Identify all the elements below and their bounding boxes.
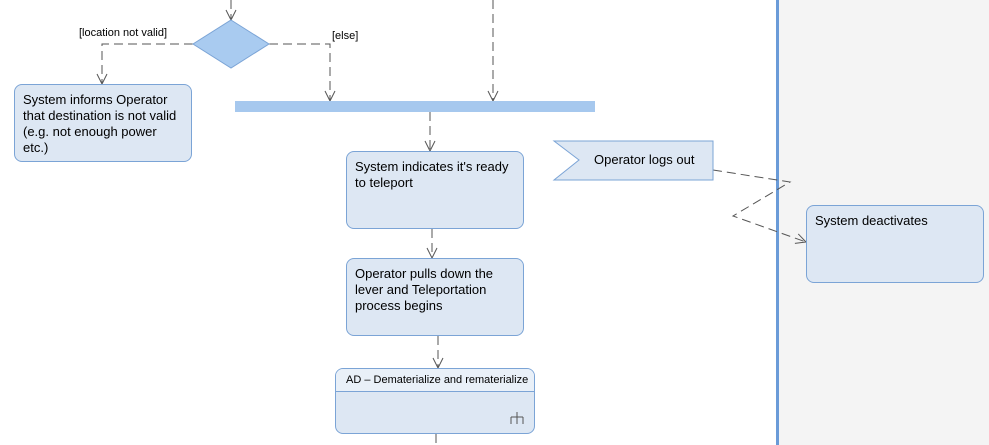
- action-pulls-lever: Operator pulls down the lever and Telepo…: [346, 258, 524, 336]
- subactivity-title: AD – Dematerialize and rematerialize: [336, 369, 534, 392]
- edge-else: [269, 43, 330, 101]
- swimlane-divider: [776, 0, 779, 445]
- action-system-deactivates: System deactivates: [806, 205, 984, 283]
- guard-location-not-valid: [location not valid]: [79, 27, 168, 39]
- accept-event-shape: [552, 140, 714, 181]
- action-ready-to-teleport: System indicates it's ready to teleport: [346, 151, 524, 229]
- signal-operator-logs-out: Operator logs out: [594, 152, 695, 167]
- edge-logout-to-deactivate: [712, 169, 806, 242]
- guard-else: [else]: [332, 30, 359, 42]
- action-inform-invalid: System informs Operator that destination…: [14, 84, 192, 162]
- decision-node: [192, 19, 270, 69]
- rake-icon: [510, 411, 524, 425]
- action-pulls-lever-label: Operator pulls down the lever and Telepo…: [355, 266, 494, 313]
- call-behavior-subactivity: AD – Dematerialize and rematerialize: [335, 368, 535, 434]
- action-ready-to-teleport-label: System indicates it's ready to teleport: [355, 159, 509, 190]
- join-bar: [235, 101, 595, 112]
- edge-location-not-valid: [102, 43, 193, 84]
- action-inform-invalid-label: System informs Operator that destination…: [23, 92, 177, 155]
- action-system-deactivates-label: System deactivates: [815, 213, 928, 228]
